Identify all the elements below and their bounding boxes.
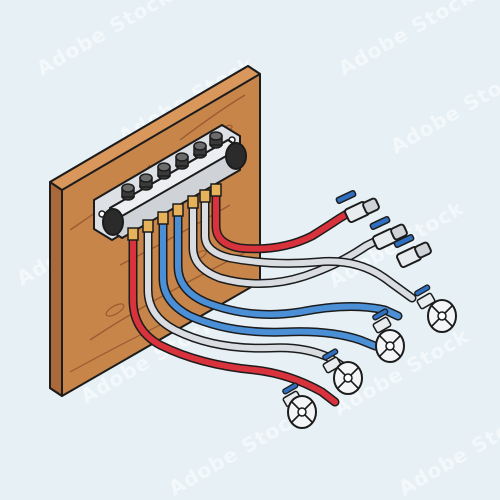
ball-valve (335, 189, 380, 224)
pipe-group (128, 189, 417, 407)
handwheel-outlet (372, 308, 405, 363)
port-cap (209, 131, 223, 149)
manifold-bar (102, 131, 247, 241)
handwheel-outlet (322, 348, 363, 395)
port-cap (175, 152, 189, 170)
end-cap-right (225, 142, 247, 170)
port-cap (157, 162, 171, 180)
ball-valve (393, 233, 432, 269)
image-id-label: #1642635299 (0, 291, 1, 356)
end-cap-left (102, 208, 124, 236)
handwheel-outlet (282, 382, 317, 429)
port-cap (121, 183, 135, 201)
port-cap (139, 173, 153, 191)
port-cap (193, 141, 207, 159)
handwheel-outlet (414, 284, 457, 333)
brass-fitting (127, 183, 222, 241)
ball-valve (369, 215, 408, 251)
